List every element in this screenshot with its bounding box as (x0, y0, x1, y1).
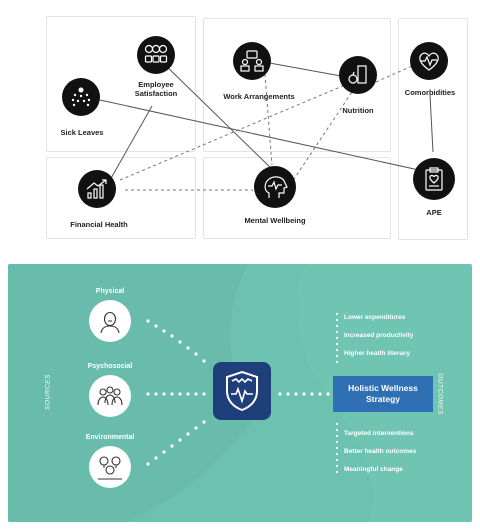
factor-network-diagram: Employee Satisfaction Work Arrangements … (0, 0, 480, 255)
group-box-center-bottom (203, 157, 391, 239)
outcomes-side-label: OUTCOMES (436, 373, 444, 415)
work-arrangements-node (233, 42, 271, 80)
group-box-center-top (203, 18, 391, 152)
faces-icon (144, 44, 168, 63)
clipboard-icon (425, 167, 443, 191)
shield-icon (226, 370, 258, 412)
nutrition-label: Nutrition (342, 106, 374, 115)
heart-pulse-icon (419, 52, 439, 71)
outcome-lower-expenditures: Lower expenditures (344, 314, 406, 321)
group-icon (97, 386, 123, 406)
sick-person-icon (71, 87, 91, 107)
head-pulse-icon (264, 176, 288, 198)
employee-satisfaction-node (137, 36, 175, 74)
source-environmental-circle (89, 446, 131, 488)
team-icon (240, 50, 264, 72)
sick-leaves-label: Sick Leaves (60, 128, 104, 137)
source-physical-label: Physical (95, 288, 125, 295)
ape-node (413, 158, 455, 200)
group-box-left-top (46, 16, 196, 152)
food-icon (348, 65, 367, 84)
source-psychosocial-circle (89, 375, 131, 417)
outcome-increased-productivity: Increased productivity (344, 332, 414, 339)
outcome-better-health-outcomes: Better health outcomes (344, 448, 417, 455)
source-environmental-label: Environmental (85, 434, 135, 441)
center-shield-box (213, 362, 271, 420)
outcome-meaningful-change: Meaningful change (344, 466, 403, 473)
sick-leaves-node (62, 78, 100, 116)
person-head-icon (100, 311, 120, 334)
employee-satisfaction-label: Employee Satisfaction (134, 80, 178, 98)
comorbidities-label: Comorbidities (404, 88, 456, 97)
outcome-higher-health-literacy: Higher health literacy (344, 350, 411, 357)
connection-lines (99, 59, 434, 191)
nutrition-node (339, 56, 377, 94)
work-arrangements-label: Work Arrangements (223, 92, 295, 101)
financial-health-node (78, 170, 116, 208)
group-box-right (398, 18, 468, 240)
holistic-wellness-strategy-box: Holistic Wellness Strategy (333, 376, 433, 412)
comorbidities-node (410, 42, 448, 80)
mental-wellbeing-node (254, 166, 296, 208)
environment-icon (98, 456, 122, 480)
mental-wellbeing-label: Mental Wellbeing (244, 216, 306, 225)
growth-chart-icon (86, 179, 107, 199)
outcome-targeted-interventions: Targeted interventions (344, 430, 414, 437)
strategy-line-2: Strategy (365, 394, 400, 404)
group-box-left-bottom (46, 157, 196, 239)
source-physical-circle (89, 300, 131, 342)
sources-side-label: SOURCES (44, 374, 52, 410)
ape-label: APE (426, 208, 442, 217)
financial-health-label: Financial Health (70, 220, 128, 229)
wellness-strategy-panel: SOURCES OUTCOMES Physical Psychosocial E… (8, 264, 472, 522)
source-psychosocial-label: Psychosocial (87, 363, 133, 370)
strategy-line-1: Holistic Wellness (348, 383, 418, 393)
